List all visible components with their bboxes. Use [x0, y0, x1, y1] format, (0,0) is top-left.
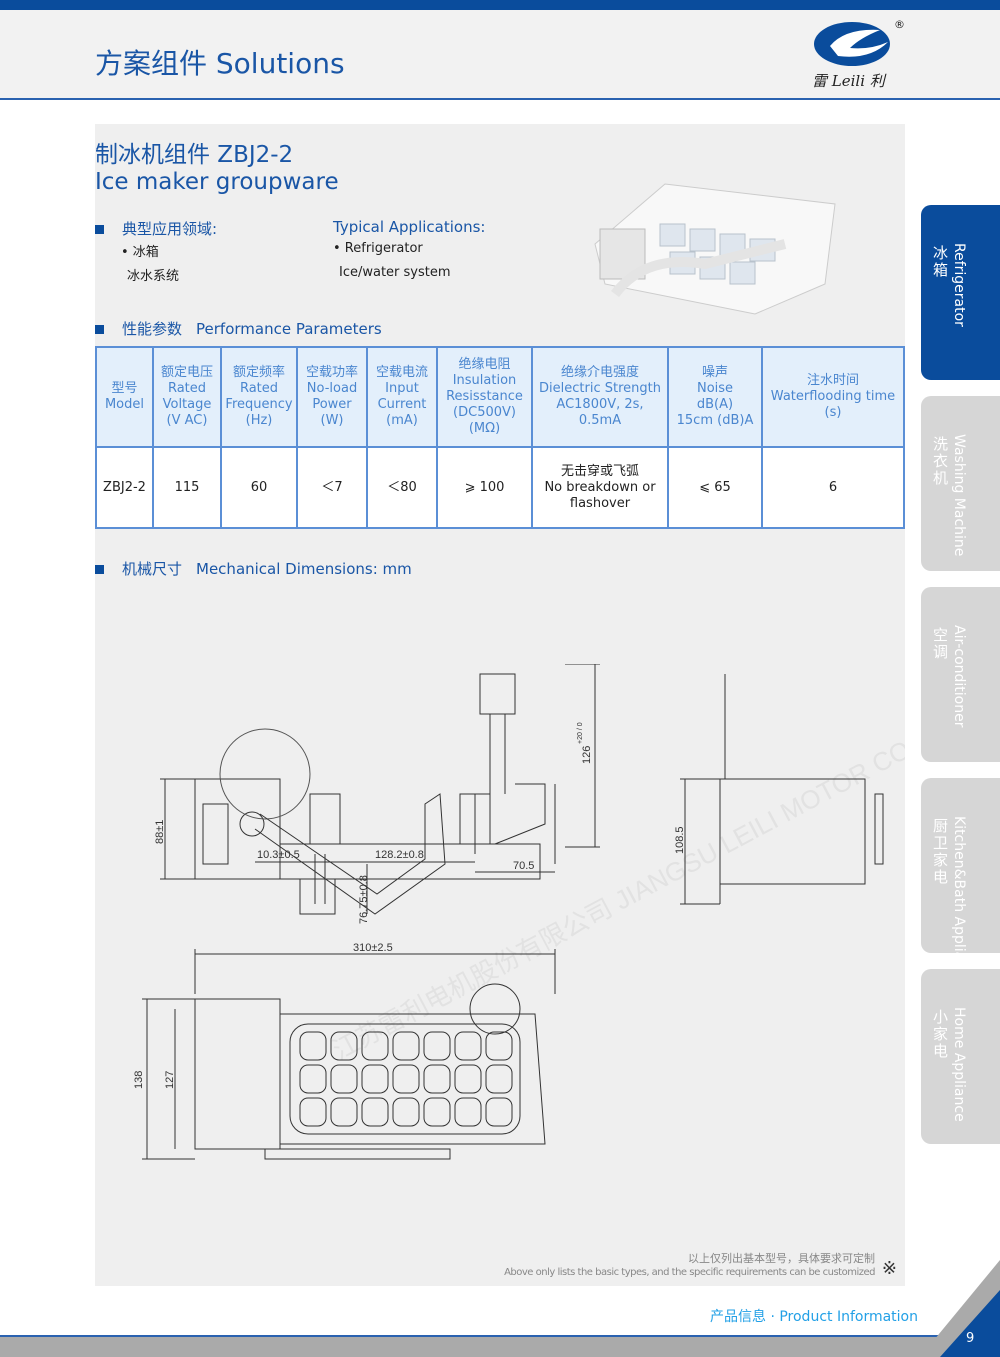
ice-cell — [454, 1064, 482, 1094]
ice-cell — [423, 1097, 451, 1127]
page-title: 方案组件 Solutions — [95, 47, 345, 80]
ice-cell — [423, 1031, 451, 1061]
ice-cell — [392, 1097, 420, 1127]
registered-mark: ® — [894, 18, 905, 31]
side-tab-zh: 空调 — [933, 626, 949, 661]
dim-label: 128.2±0.8 — [375, 849, 424, 861]
applications-heading-en: Typical Applications: — [333, 218, 486, 236]
ice-cell — [485, 1031, 513, 1061]
product-title-en: Ice maker groupware — [95, 169, 339, 195]
dim-label: 310±2.5 — [353, 942, 393, 954]
product-information-link[interactable]: 产品信息 · Product Information — [710, 1309, 918, 1325]
table-cell: ＜7 — [296, 446, 368, 529]
ice-cell — [361, 1064, 389, 1094]
ice-cell — [330, 1031, 358, 1061]
app-item: • Refrigerator — [333, 241, 423, 256]
dim-label: 76.75±0.8 — [358, 875, 370, 924]
ice-cell — [361, 1097, 389, 1127]
product-title: 制冰机组件 ZBJ2-2 Ice maker groupware — [95, 142, 339, 196]
dim-label: 127 — [164, 1071, 176, 1089]
table-cell: 60 — [220, 446, 298, 529]
top-bar — [0, 0, 1000, 10]
leili-logo: ® — [814, 18, 905, 66]
table-cell: ＜80 — [366, 446, 438, 529]
ice-cell — [299, 1064, 327, 1094]
dim-label: 108.5 — [674, 826, 686, 854]
ice-cell — [392, 1031, 420, 1061]
app-item: • 冰箱 — [121, 245, 159, 260]
app-item: Ice/water system — [339, 265, 451, 280]
ice-cell — [330, 1097, 358, 1127]
content-panel: 制冰机组件 ZBJ2-2 Ice maker groupware 典型应用领域:… — [95, 124, 905, 1286]
ice-cell — [454, 1031, 482, 1061]
side-tab-en: Washing Machine — [951, 434, 967, 557]
product-photo — [594, 183, 836, 315]
page-corner — [920, 1260, 1000, 1357]
dim-label: 126 — [581, 746, 593, 764]
applications-heading: 典型应用领域: — [95, 218, 217, 239]
side-tab-en: Refrigerator — [951, 243, 967, 327]
note-mark: ※ — [881, 1258, 897, 1279]
dim-tolerance-label: +20 / 0 — [577, 722, 584, 744]
ice-cell — [330, 1064, 358, 1094]
table-cell: ZBJ2-2 — [95, 446, 154, 529]
ice-cell — [485, 1097, 513, 1127]
bottom-bar — [0, 1335, 1000, 1357]
dim-label: 88±1 — [154, 820, 166, 844]
table-cell: ⩾ 100 — [436, 446, 533, 529]
table-cell: 6 — [761, 446, 905, 529]
mechanical-drawing: 江苏雷利电机股份有限公司 JIANGSU LEILI MOTOR CO.,LTD… — [133, 664, 905, 1160]
dim-label: 10.3±0.5 — [257, 849, 300, 861]
ice-cell — [392, 1064, 420, 1094]
logo-text: 雷 Leili 利 — [812, 72, 885, 90]
side-tab-zh: 厨卫家电 — [933, 817, 949, 886]
table-cell: 115 — [152, 446, 222, 529]
side-tab-en: Kitchen&Bath Appliance — [951, 816, 967, 986]
ice-cell — [299, 1097, 327, 1127]
product-title-zh: 制冰机组件 ZBJ2-2 — [95, 142, 294, 168]
ice-cell — [299, 1031, 327, 1061]
side-tab-en: Home Appliance — [951, 1007, 967, 1122]
ice-cell — [361, 1031, 389, 1061]
page-number: 9 — [966, 1331, 975, 1346]
side-tab-en: Air-conditioner — [951, 625, 967, 728]
side-tab-zh: 冰箱 — [933, 244, 949, 279]
dim-label: 70.5 — [513, 860, 534, 872]
ice-cell — [485, 1064, 513, 1094]
side-tab-zh: 洗衣机 — [933, 435, 949, 487]
app-item: 冰水系统 — [127, 269, 180, 284]
side-tab-zh: 小家电 — [933, 1008, 949, 1060]
table-cell: ⩽ 65 — [667, 446, 763, 529]
ice-cell — [454, 1097, 482, 1127]
ice-cell — [423, 1064, 451, 1094]
dim-label: 138 — [133, 1071, 145, 1089]
